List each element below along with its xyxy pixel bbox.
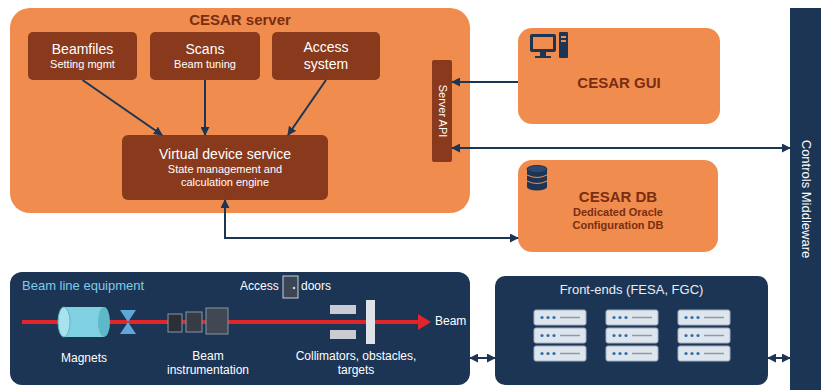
frontend-panel: Front-ends (FESA, FGC): [495, 276, 768, 385]
module-box: Access system: [272, 32, 380, 80]
node-subtitle: Dedicated Oracle Configuration DB: [558, 206, 678, 232]
node-title: Controls Middleware: [798, 140, 814, 259]
part-label: Beam instrumentation: [158, 350, 258, 378]
node-title: Beamfiles: [52, 41, 113, 58]
part-label: Magnets: [44, 352, 124, 366]
connector-arrow: [452, 147, 790, 149]
database-icon: [527, 166, 547, 191]
service-box: Virtual device serviceState management a…: [122, 135, 328, 200]
connector-arrow: [470, 357, 495, 359]
node-subtitle: State management and calculation engine: [150, 163, 300, 189]
connector-arrow: [225, 200, 518, 238]
gui-box: CESAR GUI: [518, 28, 720, 124]
node-title: Access system: [291, 39, 361, 73]
part-label: Beam: [435, 315, 468, 329]
part-label: Access: [240, 280, 282, 294]
node-title: Beam line equipment: [22, 278, 144, 294]
node-title: Front-ends (FESA, FGC): [560, 282, 704, 298]
connector-arrow: [204, 80, 206, 135]
api-tab: Server API: [432, 60, 452, 162]
connector-arrow: [452, 81, 518, 83]
node-title: Scans: [186, 41, 225, 58]
connector-arrow: [288, 80, 326, 135]
node-title: CESAR DB: [579, 188, 657, 206]
door-icon: [283, 276, 298, 298]
node-title: Server API: [435, 85, 448, 138]
connector-arrow: [83, 80, 163, 135]
server-box: CESAR serverBeamfilesSetting mgmtScansBe…: [10, 8, 470, 213]
module-box: ScansBeam tuning: [150, 32, 260, 80]
part-label: doors: [301, 280, 341, 294]
node-subtitle: Setting mgmt: [50, 58, 115, 71]
focus-symbol: [120, 310, 136, 334]
database-box: CESAR DBDedicated Oracle Configuration D…: [518, 160, 718, 252]
collimator-symbol: [330, 300, 375, 344]
instrumentation-symbol: [168, 308, 228, 334]
node-title: Virtual device service: [159, 146, 291, 163]
middleware-bar: Controls Middleware: [790, 8, 821, 390]
node-title: CESAR GUI: [577, 74, 660, 92]
node-title: CESAR server: [189, 11, 291, 29]
connector-arrow: [768, 357, 790, 359]
computer-icon: [530, 32, 568, 58]
node-subtitle: Beam tuning: [174, 58, 236, 71]
server-rack-icons: [534, 310, 730, 361]
beam-line-illustration: [22, 276, 431, 344]
part-label: Collimators, obstacles, targets: [285, 350, 427, 378]
magnet-symbol: [58, 307, 110, 337]
module-box: BeamfilesSetting mgmt: [28, 32, 137, 80]
